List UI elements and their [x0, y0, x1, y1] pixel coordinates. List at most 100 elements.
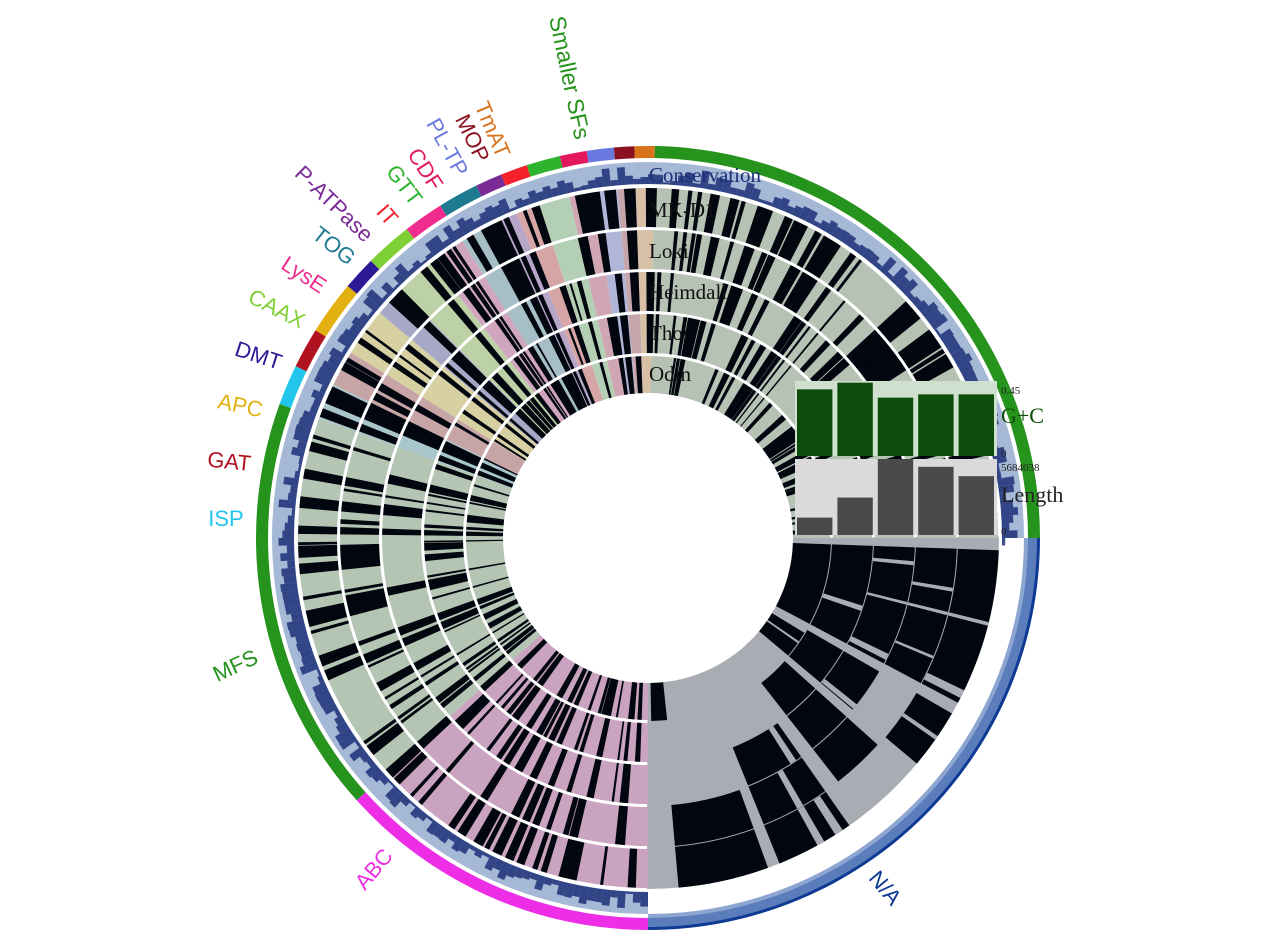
presence-mark [845, 329, 883, 364]
conservation-bar [573, 186, 582, 192]
presence-mark [719, 240, 735, 281]
presence-mark [597, 231, 612, 274]
conservation-bar [289, 626, 308, 638]
presence-mark [759, 358, 786, 393]
conservation-bar [287, 515, 295, 524]
presence-mark [311, 434, 352, 450]
presence-mark [516, 825, 539, 867]
conservation-bar [313, 373, 331, 388]
layer-separator [463, 353, 833, 723]
presence-mark [491, 612, 525, 634]
presence-mark [776, 266, 802, 306]
conservation-bar [473, 848, 484, 859]
presence-mark [496, 433, 530, 458]
core-block [821, 651, 880, 710]
presence-mark [431, 586, 472, 600]
presence-mark [577, 234, 596, 278]
presence-mark [445, 248, 474, 285]
sector-bg-it [516, 204, 604, 404]
presence-mark [514, 409, 546, 439]
presence-mark [572, 370, 591, 406]
conservation-bar [366, 289, 385, 307]
presence-mark [433, 463, 475, 482]
layer-separator [337, 227, 959, 849]
absence-mark [826, 788, 856, 825]
presence-mark [447, 792, 477, 831]
presence-mark [587, 320, 602, 361]
gc-min-label: 0 [1001, 448, 1007, 460]
presence-mark [423, 551, 465, 562]
presence-mark [680, 316, 695, 358]
presence-mark [479, 659, 514, 692]
conservation-bar [958, 361, 973, 374]
conservation-bar [750, 187, 762, 202]
presence-mark [343, 582, 385, 593]
presence-mark [725, 287, 744, 327]
presence-mark [788, 274, 819, 315]
gc-label: G+C [1001, 403, 1044, 428]
presence-mark [520, 402, 551, 435]
conservation-bar [318, 695, 335, 709]
presence-mark [754, 414, 787, 444]
presence-mark [597, 677, 611, 715]
conservation-bar [707, 183, 716, 191]
superfamily-ring [256, 146, 1040, 930]
presence-mark [478, 592, 515, 610]
presence-mark [599, 845, 609, 887]
conservation-bar [514, 867, 525, 879]
presence-mark [547, 702, 571, 743]
presence-mark [423, 524, 465, 530]
presence-mark [461, 640, 498, 667]
conservation-bar [426, 815, 434, 823]
presence-mark [692, 190, 703, 232]
conservation-bar [884, 271, 894, 280]
sf-ring-isp [279, 366, 307, 409]
conservation-bar [920, 301, 939, 319]
presence-mark [567, 326, 585, 367]
bar [918, 394, 954, 456]
presence-mark [614, 272, 626, 314]
presence-mark [517, 407, 547, 437]
presence-mark [424, 509, 466, 517]
conservation-bar [785, 205, 795, 215]
presence-mark [559, 284, 578, 325]
conservation-bar [349, 323, 362, 336]
bar [877, 397, 914, 456]
sf-label-apc: APC [216, 388, 266, 422]
presence-mark [491, 815, 519, 857]
presence-mark [413, 403, 453, 430]
conservation-bar [862, 248, 875, 261]
presence-mark [747, 298, 771, 337]
presence-mark [467, 647, 502, 674]
presence-mark [850, 336, 889, 370]
presence-mark [481, 598, 519, 621]
presence-mark [318, 407, 361, 431]
presence-mark [770, 439, 804, 462]
presence-mark [475, 280, 501, 316]
presence-mark [686, 232, 697, 274]
presence-mark [400, 623, 442, 647]
core-block [675, 829, 769, 888]
presence-mark [796, 229, 823, 269]
conservation-bar [322, 702, 338, 715]
conservation-bar [895, 276, 910, 291]
conservation-bar [334, 715, 346, 726]
presence-mark [513, 733, 539, 772]
conservation-bar [281, 589, 299, 600]
conservation-bar [317, 675, 325, 684]
conservation-bar [873, 261, 883, 271]
presence-mark [425, 501, 467, 510]
conservation-bar [319, 384, 328, 395]
presence-mark [525, 692, 553, 730]
presence-mark [362, 409, 405, 435]
sf-ring-cdf [559, 150, 589, 168]
conservation-bar [640, 891, 648, 907]
presence-mark [835, 258, 863, 293]
conservation-bar [312, 398, 322, 408]
conservation-bar [925, 308, 942, 324]
conservation-bar [329, 347, 346, 361]
conservation-bar [632, 178, 641, 185]
presence-mark [556, 663, 578, 698]
presence-mark [297, 541, 339, 546]
presence-mark [618, 356, 628, 395]
